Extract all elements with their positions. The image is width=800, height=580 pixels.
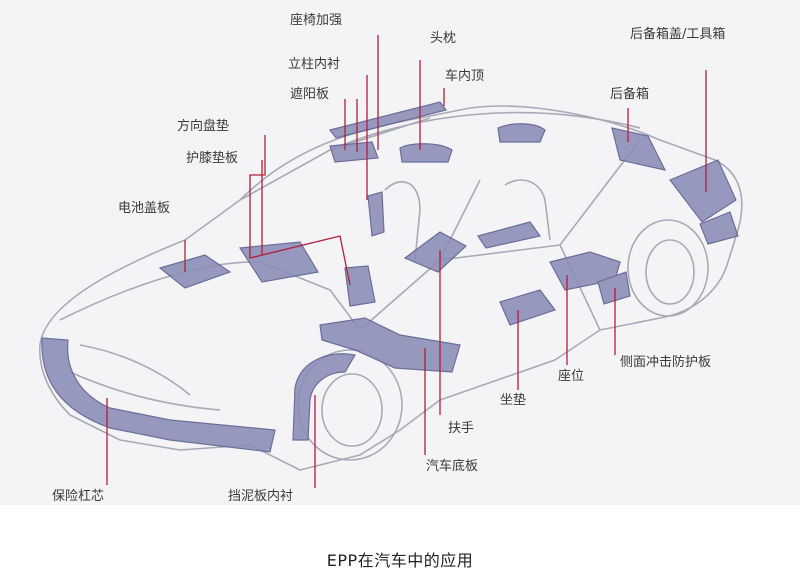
car-cutaway-illustration xyxy=(39,35,743,488)
part-sun-visor xyxy=(329,141,379,163)
part-trunk xyxy=(669,159,737,223)
part-seat-back xyxy=(477,221,542,249)
label-knee-pad: 护膝垫板 xyxy=(186,151,239,166)
label-bumper: 保险杠芯 xyxy=(52,489,105,504)
label-floor-panel: 汽车底板 xyxy=(426,459,479,474)
leader-lines xyxy=(106,35,707,488)
label-fender-liner: 挡泥板内衬 xyxy=(228,489,294,504)
part-roof-liner xyxy=(328,101,448,139)
part-knee-pad xyxy=(238,241,319,283)
part-battery-cover xyxy=(158,254,232,289)
part-pillar-trim xyxy=(367,191,385,237)
part-fender-liner xyxy=(292,353,356,441)
seat-back xyxy=(384,181,421,261)
part-bumper xyxy=(41,337,276,453)
roof-line xyxy=(329,111,641,151)
label-side-impact: 侧面冲击防护板 xyxy=(620,355,712,370)
label-roof-reinforcement: 座椅加强 xyxy=(290,13,343,28)
rear-seat xyxy=(504,179,551,241)
headlight xyxy=(79,344,191,396)
label-rear-shelf-toolbox: 后备箱盖/工具箱 xyxy=(630,27,726,42)
rear-wheel-arch xyxy=(627,219,709,317)
part-side-impact xyxy=(597,271,631,305)
part-armrest xyxy=(403,231,468,273)
figure-caption: EPP在汽车中的应用 xyxy=(326,551,474,570)
epp-parts xyxy=(41,101,739,453)
part-trunk-2 xyxy=(699,211,739,245)
part-headrest xyxy=(399,143,453,163)
label-trunk-liner: 后备箱 xyxy=(610,87,650,102)
front-wheel xyxy=(321,373,383,447)
epp-car-diagram: 座椅加强 头枕 后备箱盖/工具箱 立柱内衬 车内顶 遮阳板 后备箱 方向盘垫 护… xyxy=(0,0,800,505)
label-armrest: 扶手 xyxy=(448,421,475,436)
part-rear-shelf xyxy=(611,127,667,171)
label-headrest: 头枕 xyxy=(430,31,457,46)
rear-wheel xyxy=(645,239,695,305)
car-body-outline xyxy=(39,105,743,471)
label-battery-cover: 电池盖板 xyxy=(118,201,171,216)
part-headrest-2 xyxy=(497,123,546,143)
part-steering-pad xyxy=(344,265,376,307)
part-seat-pad xyxy=(499,289,556,326)
label-steering-pad: 方向盘垫 xyxy=(177,119,230,134)
label-roof-liner: 车内顶 xyxy=(445,69,485,84)
label-seat: 座位 xyxy=(558,369,585,384)
car-silhouette xyxy=(39,105,743,471)
grille xyxy=(69,371,221,411)
leader-steering-pad xyxy=(249,135,351,286)
label-seat-pad: 坐垫 xyxy=(500,393,527,408)
label-pillar-trim: 立柱内衬 xyxy=(288,57,341,72)
label-sun-visor: 遮阳板 xyxy=(290,87,330,102)
